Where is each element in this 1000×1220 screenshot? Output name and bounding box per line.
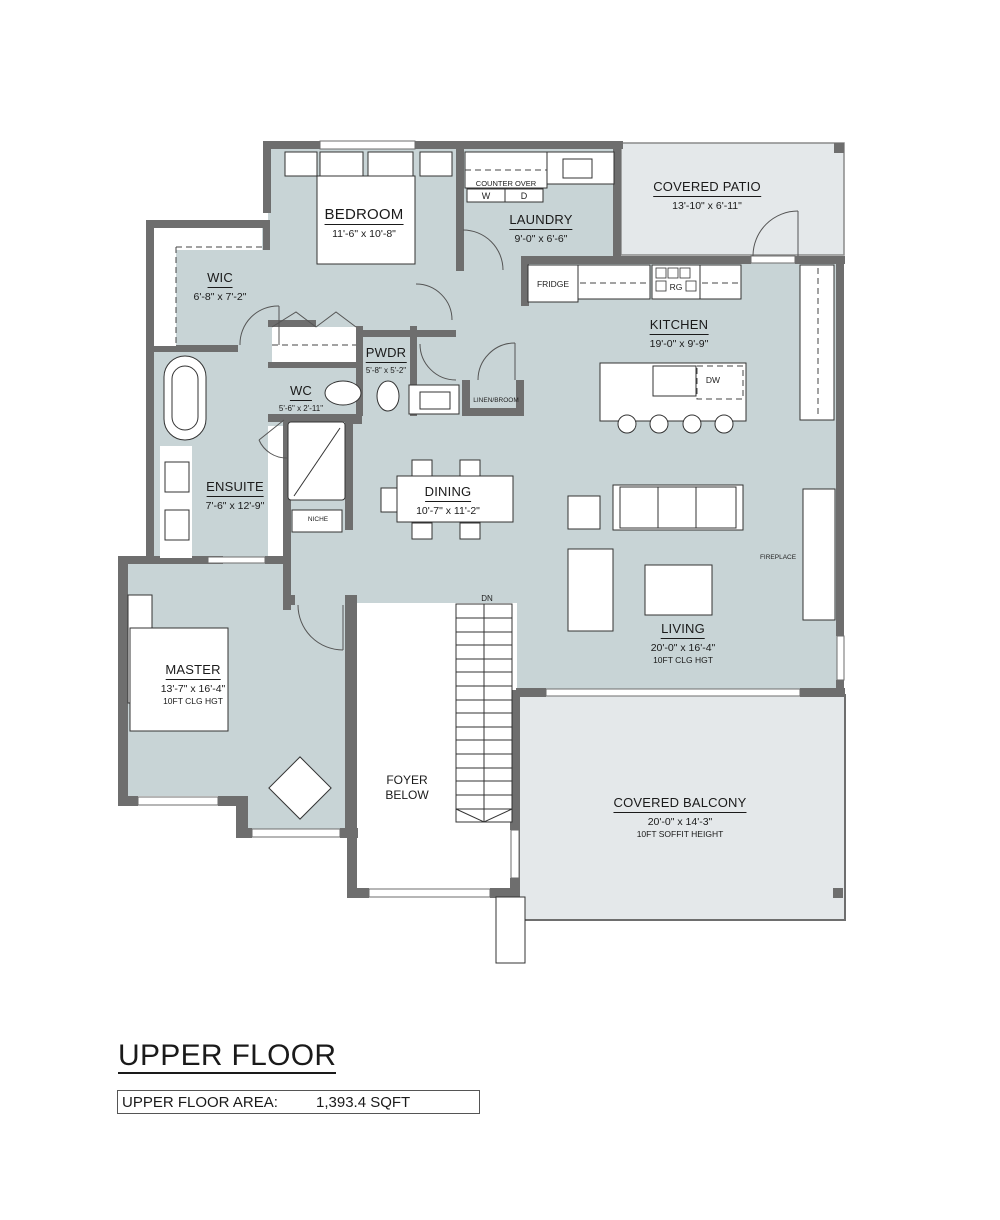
room-name: DINING: [424, 484, 472, 502]
room-name: COVERED BALCONY: [613, 795, 747, 813]
room-name: MASTER: [165, 662, 221, 680]
floor-title: UPPER FLOOR: [118, 1039, 337, 1074]
room-dim: 13'-7" x 16'-4": [160, 682, 226, 695]
fixture-label-dryer: D: [520, 191, 528, 201]
room-label-covered-balcony: COVERED BALCONY 20'-0" x 14'-3" 10FT SOF…: [613, 794, 747, 840]
fixture-label-niche: NICHE: [307, 516, 329, 523]
foyer-line1: FOYER: [386, 773, 428, 787]
fixture-label-fridge: FRIDGE: [536, 279, 570, 289]
walls: [118, 141, 845, 898]
fixture-label-washer: W: [481, 191, 491, 201]
room-dim: 20'-0" x 16'-4": [650, 641, 716, 654]
room-label-living: LIVING 20'-0" x 16'-4" 10FT CLG HGT: [651, 620, 716, 666]
entry-step: [495, 896, 526, 964]
room-dim: 6'-8" x 7'-2": [193, 290, 247, 303]
room-note: 10FT CLG HGT: [653, 655, 713, 665]
room-label-pwdr: PWDR 5'-8" x 5'-2": [365, 344, 407, 375]
door-swings: [239, 210, 799, 651]
windows: [137, 140, 845, 898]
room-dim: 13'-10" x 6'-11": [672, 199, 742, 212]
foyer-line2: BELOW: [385, 788, 429, 802]
room-dim: 20'-0" x 14'-3": [647, 815, 713, 828]
room-label-master: MASTER 13'-7" x 16'-4" 10FT CLG HGT: [161, 661, 226, 707]
balcony-post: [833, 888, 843, 898]
floor-area-value: 1,393.4 SQFT: [316, 1094, 411, 1111]
fixture-label-counter-over: COUNTER OVER: [475, 179, 537, 188]
room-name: LIVING: [661, 621, 705, 639]
room-name: ENSUITE: [206, 479, 264, 497]
room-label-bedroom: BEDROOM 11'-6" x 10'-8": [324, 206, 404, 241]
room-dim: 10'-7" x 11'-2": [416, 504, 480, 517]
fixture-label-dishwasher: DW: [705, 375, 721, 385]
room-name: LAUNDRY: [509, 212, 573, 230]
room-dim: 11'-6" x 10'-8": [332, 228, 396, 241]
room-label-wc: WC 5'-6" x 2'-11": [279, 382, 323, 413]
room-name: PWDR: [365, 345, 407, 363]
fixture-label-stairs-down: DN: [481, 594, 493, 603]
fixture-label-range: RG: [669, 282, 683, 292]
room-label-kitchen: KITCHEN 19'-0" x 9'-9": [650, 316, 709, 350]
room-label-covered-patio: COVERED PATIO 13'-10" x 6'-11": [653, 178, 761, 212]
room-dim: 19'-0" x 9'-9": [649, 337, 709, 350]
room-name: WIC: [207, 270, 233, 288]
patio-post: [834, 143, 844, 153]
floor-area-box: UPPER FLOOR AREA: 1,393.4 SQFT: [117, 1090, 480, 1114]
room-label-dining: DINING 10'-7" x 11'-2": [416, 483, 480, 517]
room-name: WC: [289, 383, 313, 401]
dashed-details: [175, 169, 819, 418]
room-name: BEDROOM: [324, 206, 404, 226]
covered-patio-area: [620, 142, 845, 256]
room-note: 10FT CLG HGT: [163, 696, 223, 706]
room-name: COVERED PATIO: [653, 179, 761, 197]
room-label-ensuite: ENSUITE 7'-6" x 12'-9": [206, 478, 265, 512]
stair-treads: [455, 604, 513, 823]
fixture-label-fireplace: FIREPLACE: [759, 554, 797, 561]
room-label-foyer: FOYER BELOW: [385, 773, 428, 803]
room-label-laundry: LAUNDRY 9'-0" x 6'-6": [509, 211, 573, 245]
room-dim: 5'-8" x 5'-2": [365, 365, 407, 375]
room-dim: 5'-6" x 2'-11": [278, 403, 324, 413]
room-dim: 9'-0" x 6'-6": [514, 232, 568, 245]
room-note: 10FT SOFFIT HEIGHT: [636, 829, 724, 839]
room-dim: 7'-6" x 12'-9": [205, 499, 265, 512]
covered-balcony-area: [518, 694, 846, 921]
range-burners: [655, 267, 697, 292]
floor-area-label: UPPER FLOOR AREA:: [122, 1094, 278, 1111]
room-name: KITCHEN: [649, 317, 709, 335]
shower-drain-line: [293, 427, 341, 497]
room-label-wic: WIC 6'-8" x 7'-2": [194, 269, 247, 303]
fixture-label-linen: LINEN/BROOM: [473, 397, 519, 404]
